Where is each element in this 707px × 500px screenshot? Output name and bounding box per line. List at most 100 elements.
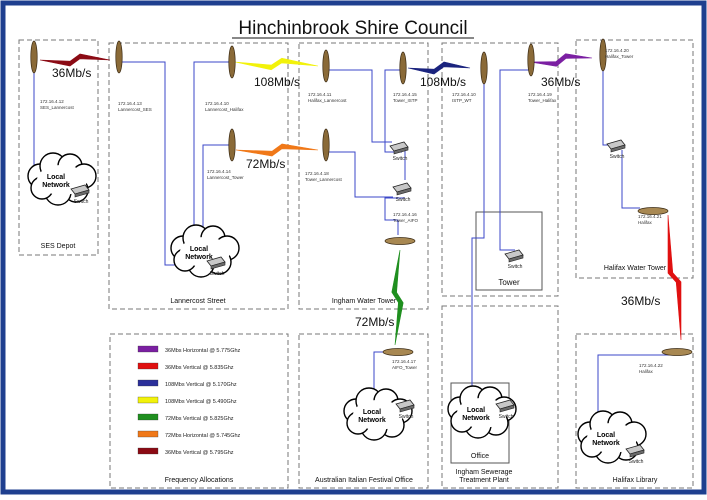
- antenna-label-name: ISTP_WT: [452, 98, 472, 103]
- link-tower-lannercost: [326, 151, 393, 198]
- legend-label: 72Mbs Vertical @ 5.825Ghz: [165, 416, 234, 422]
- site-label-ingham-sewerage-2: Treatment Plant: [459, 477, 509, 484]
- link-tower-istp: [384, 69, 403, 153]
- cloud-icon: [587, 423, 637, 453]
- local-network-label: Local: [190, 246, 208, 253]
- dish-icon: [384, 237, 416, 245]
- antenna-icon: [115, 40, 123, 74]
- local-network-label: Network: [358, 417, 386, 424]
- antenna-icon: [322, 128, 330, 162]
- switch: Switch: [395, 399, 415, 420]
- site-label-ingham-water-tower: Ingham Water Tower: [332, 298, 397, 305]
- local-networks: LocalNetworkLocalNetworkLocalNetworkLoca…: [27, 152, 647, 464]
- tower-label: Tower: [498, 278, 520, 287]
- lightning-bolt-icon: [235, 143, 319, 157]
- antenna-label-ip: 172.16.4.10: [452, 92, 476, 97]
- switch-label: Switch: [610, 154, 625, 160]
- antenna-label-name: Tower_Halifax: [528, 98, 557, 103]
- local-network-label: Network: [185, 254, 213, 261]
- site-label-lannercost-street: Lannercost Street: [170, 298, 225, 305]
- site-label-festival-office: Australian Italian Festival Office: [315, 477, 413, 484]
- legend-swatch: [137, 447, 159, 455]
- link-halifax-21: [621, 150, 640, 209]
- speed-label-tower-istp: 108Mb/s: [420, 75, 466, 89]
- legend-swatch: [137, 430, 159, 438]
- local-network-label: Local: [467, 407, 485, 414]
- link-tower-halifax: [499, 69, 531, 251]
- legend-swatch: [137, 345, 159, 353]
- site-label-frequency-allocations: Frequency Allocations: [165, 477, 234, 484]
- lightning-bolt-icon: [234, 57, 319, 71]
- antenna-label-ip: 172.16.4.20: [605, 48, 629, 53]
- lightning-bolt-icon: [529, 53, 593, 67]
- switch-label: Switch: [396, 197, 411, 203]
- switch: Switch: [504, 249, 524, 270]
- local-network-label: Local: [597, 432, 615, 439]
- antenna-icon: [399, 51, 407, 85]
- tower-box: [475, 211, 543, 291]
- switch: Switch: [70, 184, 90, 205]
- switch: Switch: [206, 256, 226, 277]
- legend-label: 72Mbs Horizontal @ 5.745Ghz: [165, 433, 241, 439]
- antenna-label-name: Lannercost_SES: [118, 107, 152, 112]
- dish-icon: [637, 207, 669, 215]
- cloud-icon: [37, 165, 87, 195]
- switch: Switch: [495, 399, 515, 420]
- switch: Switch: [392, 182, 412, 203]
- site-label-halifax-library: Halifax Library: [613, 477, 658, 484]
- local-network-label: Network: [592, 440, 620, 447]
- site-box-istp-lower: [441, 305, 559, 489]
- antenna-label-ip: 172.16.4.15: [393, 92, 417, 97]
- legend-label: 36Mbs Horizontal @ 5.775Ghz: [165, 348, 241, 354]
- switch: Switch: [625, 444, 645, 465]
- antenna-label-ip: 172.16.4.22: [639, 363, 663, 368]
- local-network-label: Local: [47, 174, 65, 181]
- antenna-label-ip: 172.16.4.19: [528, 92, 552, 97]
- dish-icon: [382, 348, 414, 356]
- antenna-label-name: Tower_ISTP: [393, 98, 418, 103]
- antenna-label-ip: 172.16.4.12: [40, 99, 64, 104]
- site-box-istp-upper: [441, 42, 559, 297]
- site-box-festival-office: [298, 333, 429, 489]
- site-box-ses-depot: [18, 39, 99, 256]
- site-box-ingham-water-tower: [298, 42, 429, 310]
- switch-label: Switch: [499, 414, 514, 420]
- switch-label: Switch: [210, 271, 225, 277]
- link-tower-aifo: [384, 197, 405, 235]
- speed-label-tower-halifax: 36Mb/s: [541, 75, 580, 89]
- legend-swatch: [137, 396, 159, 404]
- speed-label-lannercost-tower: 72Mb/s: [246, 157, 285, 171]
- antenna-label-name: Tower_AIFO: [393, 218, 419, 223]
- antenna-label-name: Lannercost_Tower: [207, 175, 244, 180]
- site-box-legend: [109, 333, 289, 489]
- site-box-lannercost-street: [108, 42, 289, 310]
- antenna-label-ip: 172.16.4.13: [118, 101, 142, 106]
- lightning-bolt-icon: [391, 249, 404, 346]
- antenna-icon: [228, 45, 236, 79]
- local-network-label: Local: [363, 409, 381, 416]
- switch-label: Switch: [508, 264, 523, 270]
- antenna-icon: [322, 49, 330, 83]
- legend-label: 108Mbs Vertical @ 5.170Ghz: [165, 382, 237, 388]
- legend-swatch: [137, 379, 159, 387]
- cloud-icon: [353, 400, 403, 430]
- antenna-label-name: Tower_Lannercost: [305, 177, 343, 182]
- legend-swatch: [137, 413, 159, 421]
- antenna-label-ip: 172.16.4.17: [392, 359, 416, 364]
- switch: Switch: [389, 141, 409, 162]
- local-network-label: Network: [42, 182, 70, 189]
- lightning-bolts: [39, 53, 682, 346]
- page-title: Hinchinbrook Shire Council: [238, 18, 467, 39]
- antenna-label-ip: 172.16.4.21: [638, 214, 662, 219]
- antenna-label-name: SES_Lannercost: [40, 105, 75, 110]
- antenna-icon: [228, 128, 236, 162]
- antenna-label-name: Halifax_Tower: [605, 54, 634, 59]
- site-box-halifax-library: [575, 333, 694, 489]
- antenna-icon: [480, 51, 488, 85]
- link-lannercost-tower: [202, 144, 232, 265]
- antenna-label-name: Halifax_Lannercost: [308, 98, 347, 103]
